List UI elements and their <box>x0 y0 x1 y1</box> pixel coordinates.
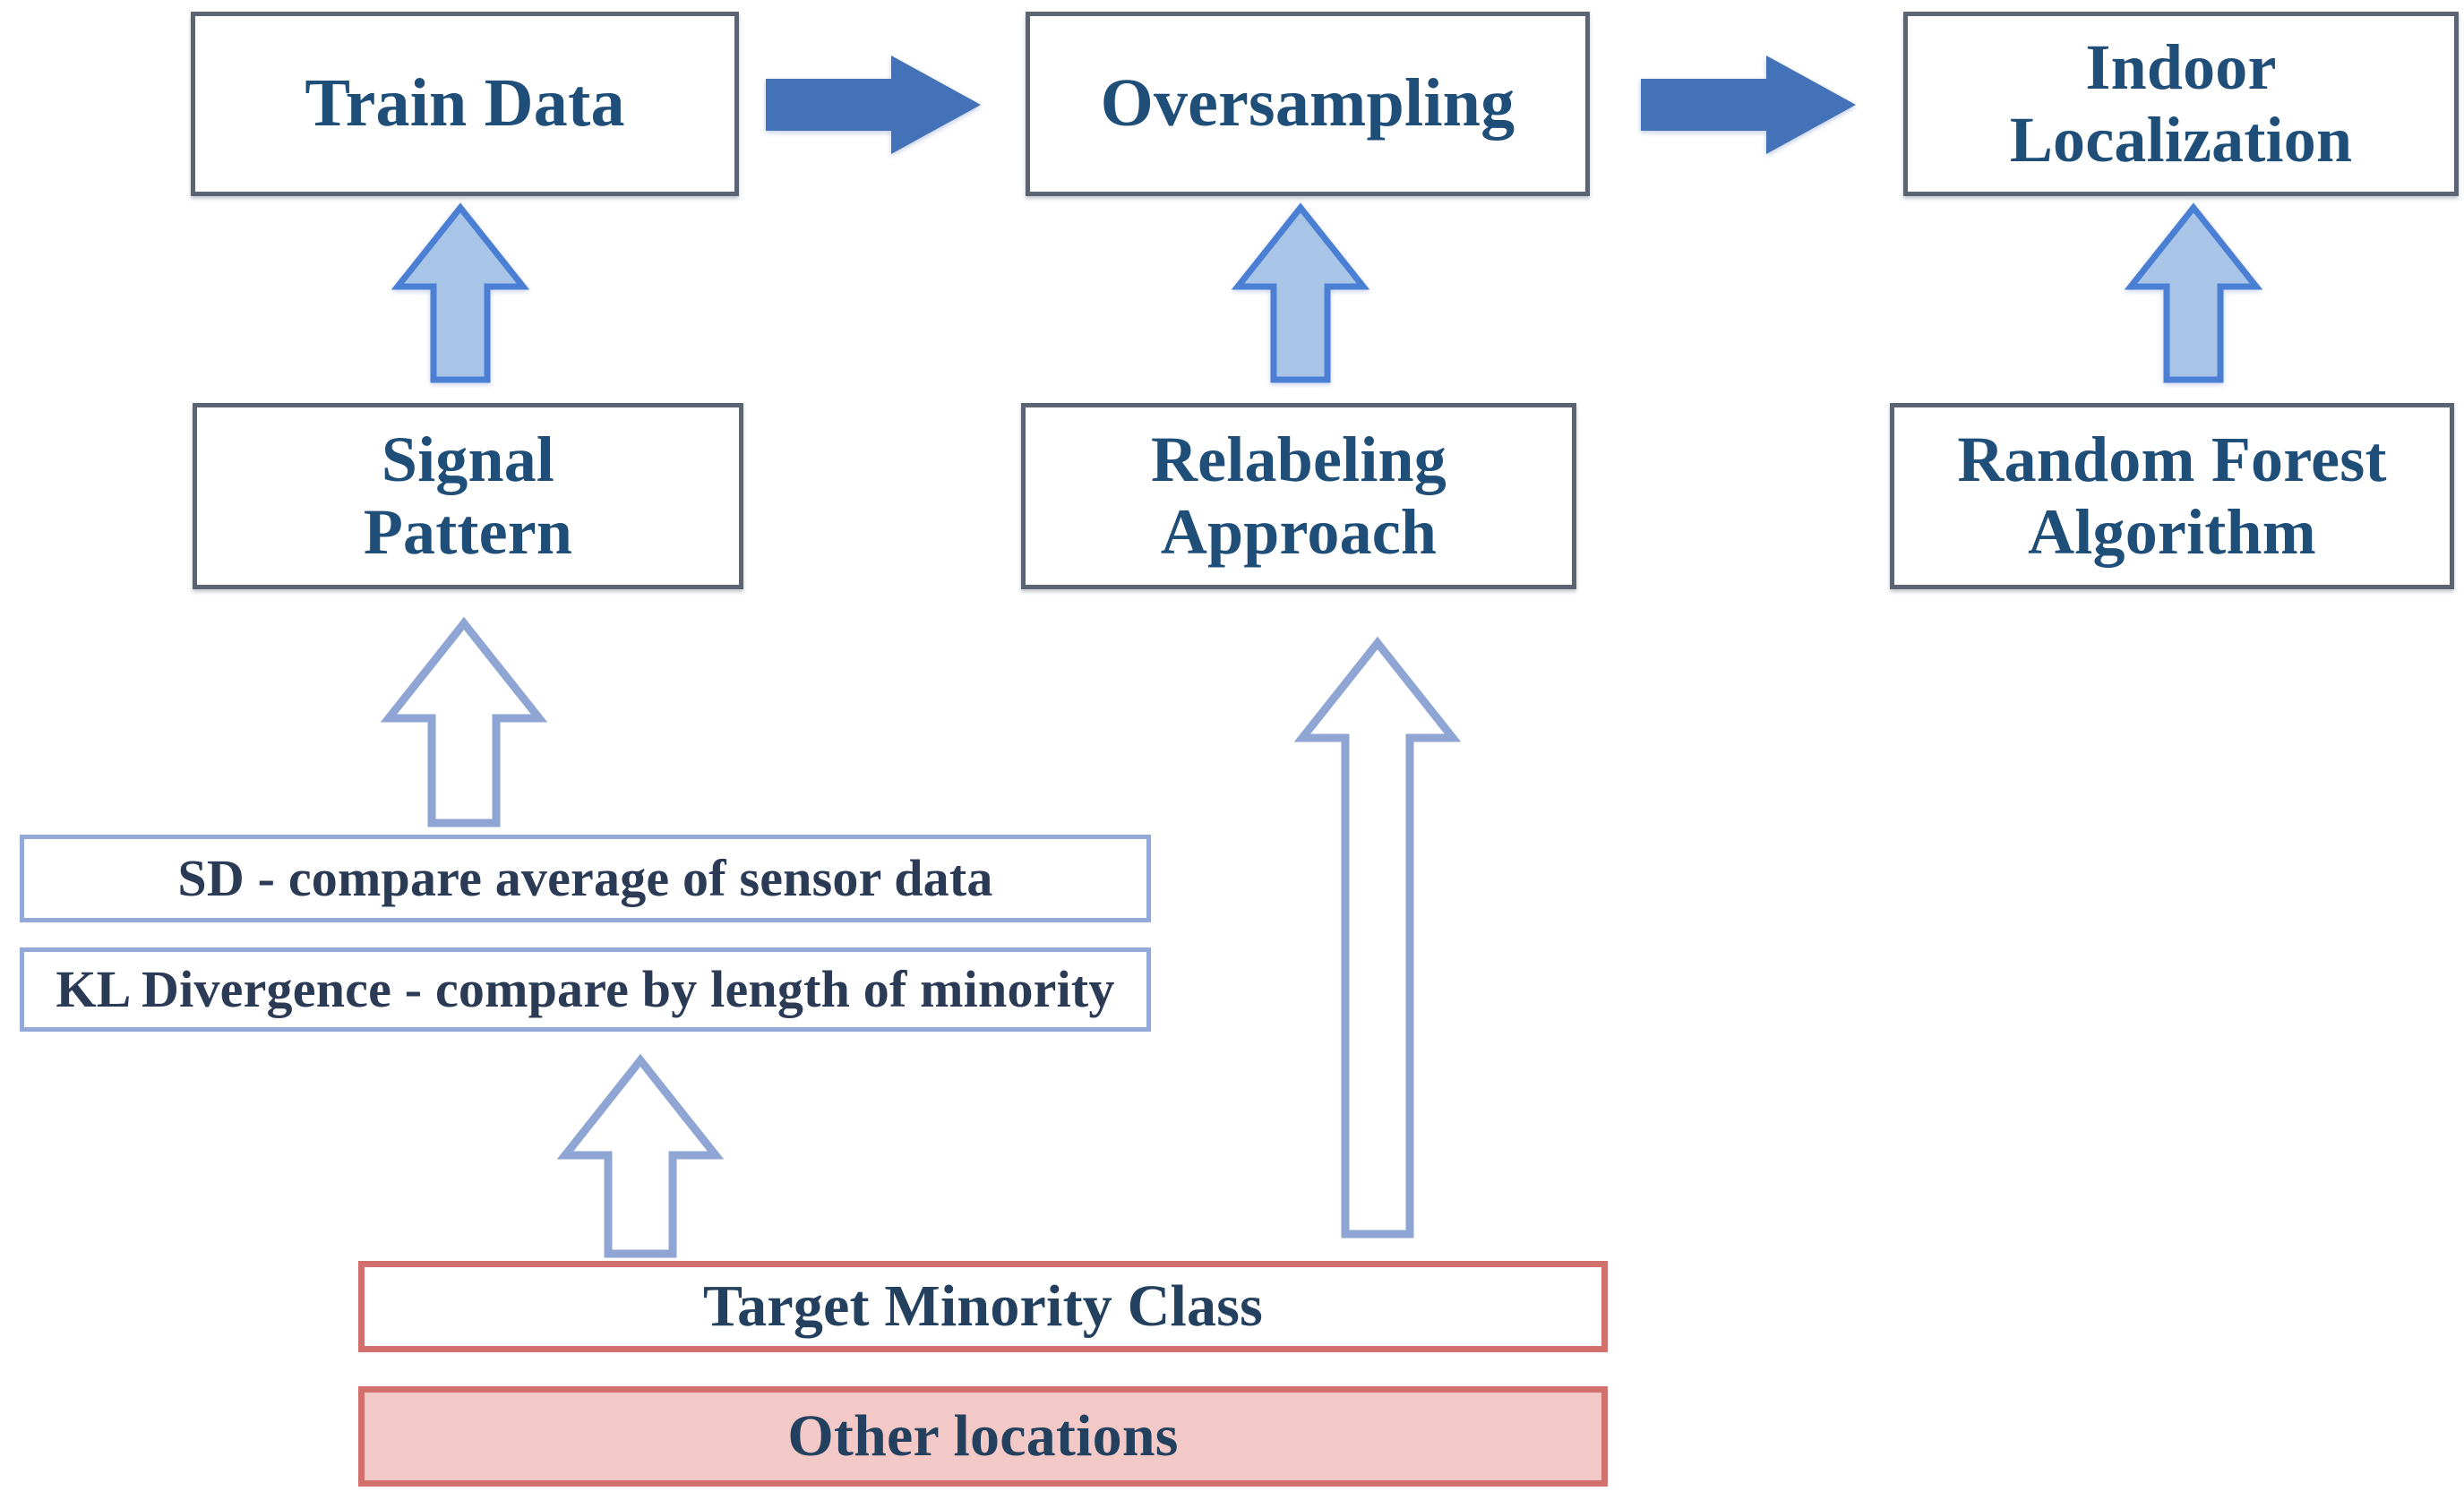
class-label-target-minority-class: Target Minority Class <box>702 1273 1264 1340</box>
filled-up-arrow-icon <box>2124 202 2263 383</box>
arrow-oversampling-to-indoor <box>1641 56 1856 154</box>
criteria-box-kl-divergence: KL Divergence - compare by length of min… <box>20 947 1151 1032</box>
solid-right-arrow-icon <box>766 56 981 154</box>
method-box-random-forest-algorithm: Random Forest Algorithm <box>1890 403 2454 589</box>
process-box-oversampling: Oversampling <box>1026 12 1590 196</box>
arrow-signal-pattern-to-train-data <box>391 202 530 383</box>
criteria-label-sd: SD - compare average of sensor data <box>177 848 993 907</box>
arrow-target-class-to-criteria <box>556 1053 725 1259</box>
process-label-indoor-line2: Localization <box>2009 104 2353 176</box>
arrow-target-class-to-relabeling <box>1293 636 1462 1239</box>
arrow-train-to-oversampling <box>766 56 981 154</box>
method-label-signal-line1: Signal <box>381 424 555 496</box>
arrow-criteria-to-signal-pattern <box>380 616 548 828</box>
outline-up-arrow-tall-icon <box>1293 636 1462 1239</box>
solid-right-arrow-icon <box>1641 56 1856 154</box>
arrow-relabeling-to-oversampling <box>1231 202 1370 383</box>
criteria-box-sd: SD - compare average of sensor data <box>20 835 1151 922</box>
method-label-relabeling-line2: Approach <box>1160 496 1438 568</box>
method-label-signal-line2: Pattern <box>363 496 573 568</box>
filled-up-arrow-icon <box>1231 202 1370 383</box>
process-label-oversampling: Oversampling <box>1100 65 1515 141</box>
filled-up-arrow-icon <box>391 202 530 383</box>
method-box-relabeling-approach: Relabeling Approach <box>1021 403 1576 589</box>
process-box-indoor-localization: Indoor Localization <box>1903 12 2459 196</box>
class-label-other-locations: Other locations <box>787 1403 1179 1470</box>
class-box-target-minority-class: Target Minority Class <box>358 1261 1608 1352</box>
method-label-relabeling-line1: Relabeling <box>1150 424 1447 496</box>
method-box-signal-pattern: Signal Pattern <box>193 403 743 589</box>
criteria-label-kl-divergence: KL Divergence - compare by length of min… <box>56 959 1115 1018</box>
method-label-rf-line2: Algorithm <box>2028 496 2316 568</box>
outline-up-arrow-icon <box>556 1053 725 1258</box>
method-label-rf-line1: Random Forest <box>1957 424 2387 496</box>
outline-up-arrow-icon <box>380 616 548 827</box>
process-label-indoor-line1: Indoor <box>2085 31 2277 104</box>
arrow-random-forest-to-indoor <box>2124 202 2263 383</box>
process-box-train-data: Train Data <box>191 12 739 196</box>
class-box-other-locations: Other locations <box>358 1386 1608 1487</box>
process-label-train-data: Train Data <box>305 65 625 141</box>
